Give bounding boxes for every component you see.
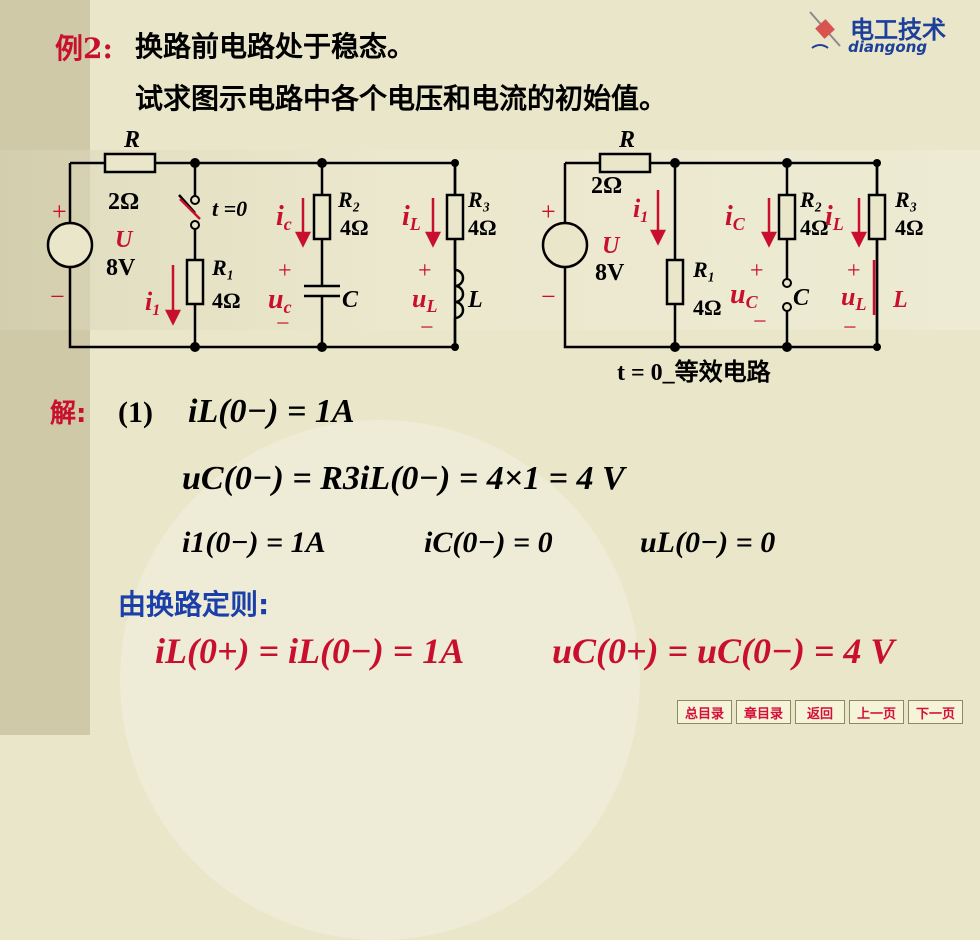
- c2-iC: iC: [725, 201, 746, 234]
- equation-3a: i1(0−) = 1A: [182, 526, 326, 559]
- c1-ic: ic: [276, 201, 292, 234]
- equation-3b: iC(0−) = 0: [424, 526, 553, 559]
- logo-cn: 电工技术: [850, 16, 946, 44]
- c2-R1: R₁: [692, 257, 715, 282]
- c1-i1: i1: [145, 287, 160, 319]
- c1-R1-val: 4Ω: [212, 288, 241, 313]
- c1-plus-source: +: [52, 197, 67, 226]
- heading-line1: 换路前电路处于稳态。: [135, 30, 416, 63]
- equation-2: uC(0−) = R3iL(0−) = 4×1 = 4 V: [182, 460, 625, 497]
- c1-uc: uc: [268, 284, 292, 317]
- nav-chapter-button[interactable]: 章目录: [736, 700, 791, 724]
- c2-U: U: [602, 233, 621, 259]
- c2-minus-source: −: [541, 282, 556, 311]
- c1-minus-l: −: [420, 315, 434, 341]
- c1-minus-source: −: [50, 282, 65, 311]
- c2-plus-c: +: [750, 258, 764, 284]
- c2-uC: uC: [730, 279, 759, 312]
- example-label: 例2:: [55, 32, 113, 65]
- c1-plus-l: +: [418, 258, 432, 284]
- background-band: [0, 150, 980, 330]
- solution-step: (1): [118, 396, 153, 429]
- equation-3c: uL(0−) = 0: [640, 526, 776, 559]
- circuit-diagram-before: R 2Ω t =0 U 8V + − R₁ 4Ω i1 ic R₂ 4Ω + u…: [46, 127, 497, 352]
- c1-R1: R₁: [211, 255, 234, 280]
- c1-R2: R₂: [337, 187, 360, 212]
- switching-rule-label: 由换路定则:: [118, 588, 270, 621]
- c2-iL: iL: [825, 201, 844, 234]
- c2-R2-val: 4Ω: [800, 215, 829, 240]
- nav-back-button[interactable]: 返回: [795, 700, 845, 724]
- c1-uL: uL: [412, 284, 437, 316]
- c2-C: C: [793, 285, 810, 311]
- c2-R1-val: 4Ω: [693, 295, 722, 320]
- c2-minus-c: −: [753, 309, 767, 335]
- circuit-diagram-equivalent: R 2Ω + − U 8V i1 R₁ 4Ω iC R₂ 4Ω + uC − C…: [541, 127, 924, 386]
- background-circle: [120, 420, 640, 940]
- c2-i1: i1: [633, 194, 648, 226]
- c1-switch: t =0: [212, 196, 247, 221]
- c1-L: L: [467, 287, 483, 313]
- c2-uL: uL: [841, 282, 866, 314]
- equation-4b: uC(0+) = uC(0−) = 4 V: [552, 631, 895, 671]
- c2-R-val: 2Ω: [591, 173, 622, 199]
- resistor-logo-icon: [809, 11, 841, 49]
- equation-4a: iL(0+) = iL(0−) = 1A: [155, 631, 465, 671]
- c1-R3: R₃: [467, 187, 490, 212]
- logo: 电工技术 diangong: [790, 8, 970, 56]
- c1-plus-c: +: [278, 258, 292, 284]
- heading-line2: 试求图示电路中各个电压和电流的初始值。: [135, 82, 668, 115]
- c2-R2: R₂: [799, 187, 822, 212]
- navigation-bar: 总目录 章目录 返回 上一页 下一页: [677, 700, 963, 726]
- c1-U: U: [115, 227, 134, 253]
- c2-minus-l: −: [843, 315, 857, 341]
- c1-minus-c: −: [276, 311, 290, 337]
- c2-L: L: [892, 287, 908, 313]
- c2-R3: R₃: [894, 187, 917, 212]
- equation-1: iL(0−) = 1A: [188, 393, 355, 430]
- background-left-strip: [0, 0, 90, 735]
- c2-plus-l: +: [847, 258, 861, 284]
- nav-next-button[interactable]: 下一页: [908, 700, 963, 724]
- c1-R: R: [123, 127, 140, 153]
- c1-R-val: 2Ω: [108, 189, 139, 215]
- c1-U-val: 8V: [106, 255, 136, 281]
- c1-C: C: [342, 287, 359, 313]
- logo-en: diangong: [848, 38, 928, 56]
- nav-contents-button[interactable]: 总目录: [677, 700, 732, 724]
- c2-plus-source: +: [541, 197, 556, 226]
- c2-U-val: 8V: [595, 260, 625, 286]
- c2-R3-val: 4Ω: [895, 215, 924, 240]
- c2-caption: t = 0_等效电路: [617, 358, 772, 386]
- c1-iL: iL: [402, 201, 421, 234]
- solution-label: 解:: [50, 399, 87, 429]
- c1-R3-val: 4Ω: [468, 215, 497, 240]
- c2-R: R: [618, 127, 635, 153]
- nav-prev-button[interactable]: 上一页: [849, 700, 904, 724]
- c1-R2-val: 4Ω: [340, 215, 369, 240]
